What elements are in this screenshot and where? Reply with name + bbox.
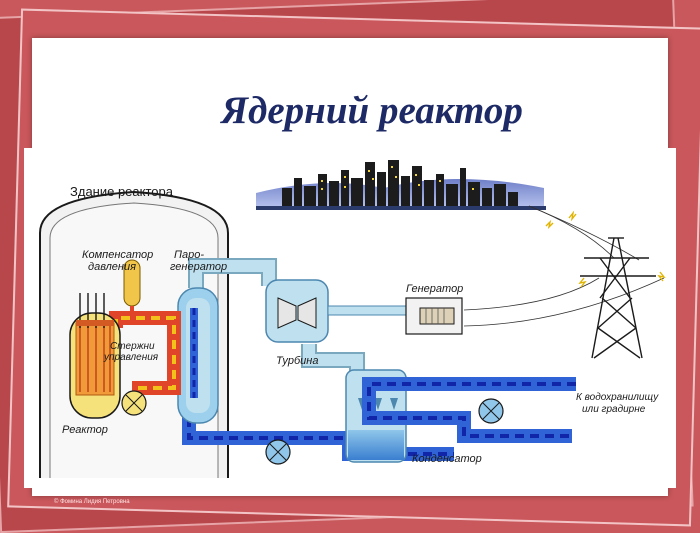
condensate-pump	[265, 439, 291, 465]
cooling-water-loop	[362, 377, 576, 443]
diagram-panel: Здание реактора Компенсатор давления Пар…	[24, 148, 676, 488]
label-steam-generator-line1: Паро-	[174, 249, 204, 261]
transmission-tower	[580, 237, 656, 359]
reactor-vessel	[69, 293, 121, 419]
cooling-pump	[478, 398, 504, 424]
label-reactor-building: Здание реактора	[70, 184, 174, 199]
label-pressurizer-line2: давления	[88, 261, 136, 273]
sparks	[545, 210, 666, 288]
label-control-rods-line1: Стержни	[110, 341, 155, 352]
generator	[405, 297, 463, 335]
label-pressurizer-line1: Компенсатор	[82, 249, 153, 261]
city-skyline	[256, 160, 546, 210]
slide-title: Ядерний реактор	[221, 89, 523, 132]
label-turbine: Турбина	[276, 355, 318, 367]
copyright-text: © Фомина Лидия Петровна	[54, 499, 130, 505]
nuclear-plant-diagram: Здание реактора Компенсатор давления Пар…	[39, 160, 666, 478]
pressurizer	[123, 259, 141, 320]
label-to-reservoir-line1: К водохранилищу	[576, 392, 659, 403]
turbine	[265, 279, 427, 343]
steam-generator	[177, 287, 219, 424]
label-reactor: Реактор	[62, 424, 108, 436]
label-generator: Генератор	[406, 283, 463, 295]
power-lines	[463, 205, 665, 327]
label-steam-generator-line2: генератор	[170, 261, 227, 273]
primary-pump	[121, 390, 147, 416]
label-to-reservoir-line2: или градирне	[582, 404, 646, 415]
label-control-rods-line2: управления	[103, 352, 159, 363]
label-condenser: Конденсатор	[412, 453, 482, 465]
